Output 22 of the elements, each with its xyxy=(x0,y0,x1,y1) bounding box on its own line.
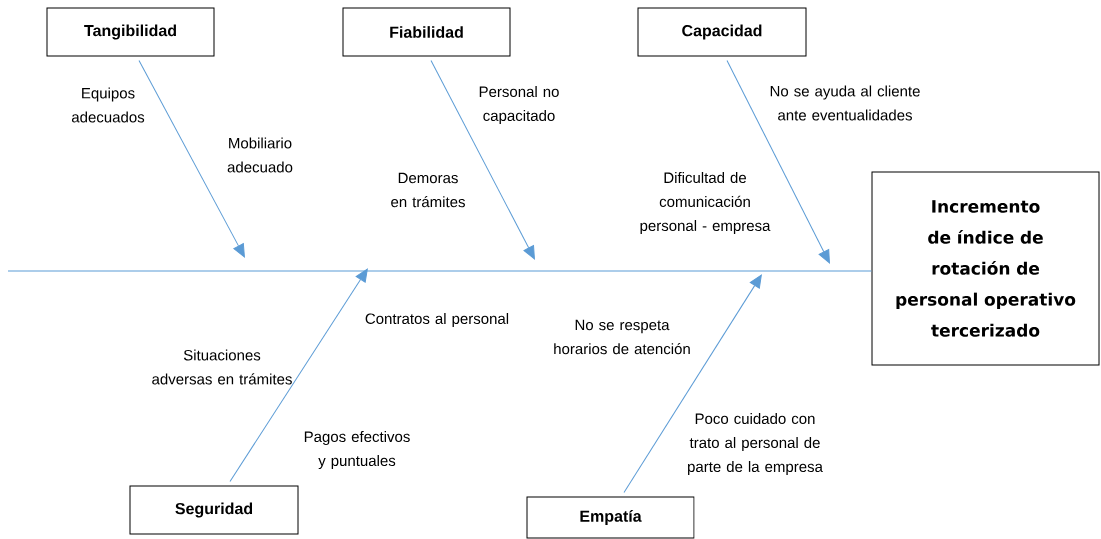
box: Seguridad xyxy=(129,485,299,535)
arrow xyxy=(138,60,245,258)
arrow xyxy=(726,60,830,264)
cause-label: Situaciones adversas en trámites xyxy=(152,349,292,385)
cause-label: Equipos adecuados xyxy=(71,87,145,123)
arrow xyxy=(623,274,762,493)
box: Capacidad xyxy=(637,7,807,57)
box: Fiabilidad xyxy=(342,7,511,57)
cause-label: No se respeta horarios de atención xyxy=(554,319,690,355)
box: Tangibilidad xyxy=(46,7,215,57)
arrow xyxy=(430,60,535,260)
cause-label: Contratos al personal xyxy=(365,313,509,327)
arrow xyxy=(229,268,368,482)
cause-label: Mobiliario adecuado xyxy=(227,137,293,173)
box: Empatía xyxy=(526,496,695,539)
box: Incremento de índice de rotación de personal operativo tercerizado xyxy=(871,171,1100,366)
cause-label: Pagos efectivos y puntuales xyxy=(304,431,410,469)
cause-label: Demoras en trámites xyxy=(391,172,465,208)
cause-label: Personal no capacitado xyxy=(479,86,559,124)
cause-label: No se ayuda al cliente ante eventualidades xyxy=(770,85,920,121)
cause-label: Poco cuidado con trato al personal de parte de la empresa xyxy=(688,413,823,475)
cause-label: Dificultad de comunicación personal - empresa xyxy=(640,172,771,234)
